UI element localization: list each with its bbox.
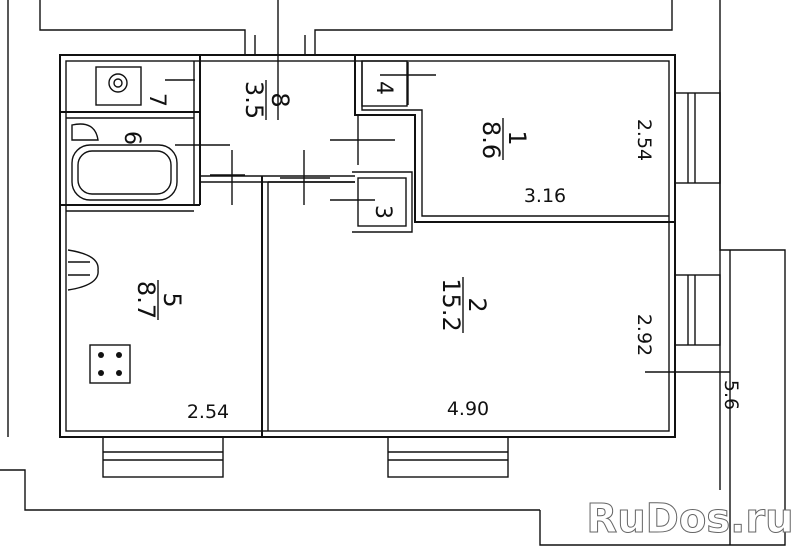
room-7-label: 7 — [144, 93, 169, 107]
room-6-number: 6 — [119, 131, 144, 145]
dim-2-54-kitchen: 2.54 — [187, 401, 229, 423]
room-5-area: 8.7 — [132, 281, 160, 319]
wc-toilet-icon — [95, 66, 142, 106]
room-8-number: 8 — [266, 92, 294, 107]
room-8-area: 3.5 — [240, 81, 268, 119]
dim-3-16: 3.16 — [524, 185, 566, 207]
room-5-number: 5 — [158, 292, 186, 307]
sink-icon — [67, 249, 99, 291]
room-1-label: 1 8.6 — [477, 118, 531, 160]
room-1-area: 8.6 — [477, 121, 505, 159]
room-2-area: 15.2 — [437, 278, 465, 331]
room-1-number: 1 — [503, 130, 531, 145]
room-8-label: 8 3.5 — [240, 80, 294, 120]
room-2-number: 2 — [463, 297, 491, 312]
stove-icon — [89, 344, 131, 384]
room-4-label: 4 — [371, 81, 396, 95]
svg-text:2.92: 2.92 — [633, 314, 655, 356]
room-5-label: 5 8.7 — [132, 280, 186, 320]
apartment-walls — [59, 54, 676, 438]
dim-2-92: 2.92 — [633, 314, 655, 356]
dim-4-90: 4.90 — [447, 398, 489, 420]
bathtub-icon — [71, 123, 178, 201]
room-4-number: 4 — [371, 81, 396, 95]
room-3-label: 3 — [370, 205, 395, 219]
svg-text:5.6: 5.6 — [720, 380, 742, 410]
svg-text:2.54: 2.54 — [633, 119, 655, 161]
dim-5-6: 5.6 — [720, 380, 742, 410]
label-leaders — [165, 62, 730, 373]
dim-2-54-right: 2.54 — [633, 119, 655, 161]
room-3-number: 3 — [370, 205, 395, 219]
watermark: RuDos.ru — [586, 496, 793, 542]
room-2-label: 2 15.2 — [437, 277, 491, 333]
room-6-label: 6 — [119, 131, 144, 145]
entrance-door — [254, 0, 306, 120]
windows — [102, 92, 721, 478]
room-7-number: 7 — [144, 93, 169, 107]
